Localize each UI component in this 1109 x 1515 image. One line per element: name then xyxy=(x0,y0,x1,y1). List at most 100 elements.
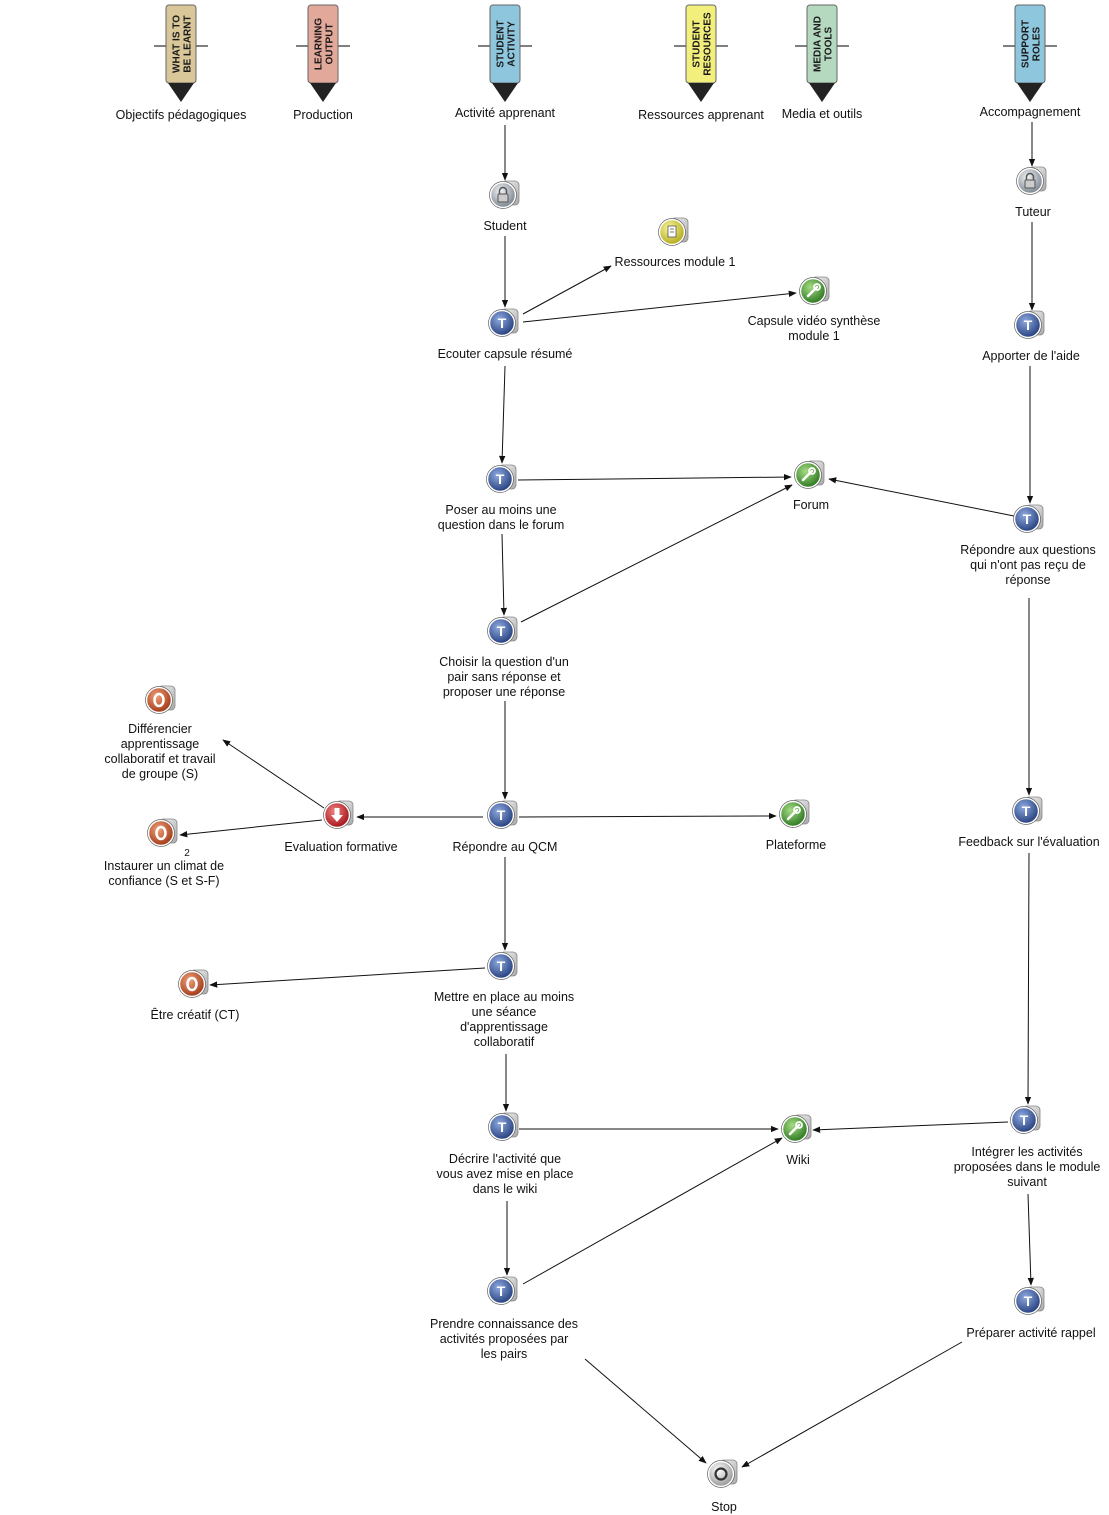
connector-arrow-repondreq-to-forum xyxy=(828,477,1015,517)
node-tuteur[interactable]: Tuteur xyxy=(1015,166,1051,219)
column-title: Ressources apprenant xyxy=(638,108,764,122)
pencil-label: WHAT IS TO xyxy=(172,15,183,73)
t-letter-glyph: T xyxy=(1020,1112,1029,1128)
node-rappel[interactable]: T Préparer activité rappel xyxy=(966,1286,1096,1340)
node-label: apprentissage xyxy=(121,737,200,751)
T-letter-icon[interactable]: T xyxy=(487,800,518,829)
node-label: les pairs xyxy=(481,1347,528,1361)
node-label: Capsule vidéo synthèse xyxy=(748,314,881,328)
node-label: Choisir la question d'un xyxy=(439,655,569,669)
node-label: Evaluation formative xyxy=(284,840,397,854)
document-icon[interactable] xyxy=(658,217,689,246)
node-label: réponse xyxy=(1005,573,1050,587)
wrench-icon[interactable] xyxy=(794,460,825,489)
T-letter-icon[interactable]: T xyxy=(488,1112,519,1141)
T-letter-icon[interactable]: T xyxy=(1010,1105,1041,1134)
node-plateforme[interactable]: Plateforme xyxy=(766,799,826,852)
connector-arrow-poser-to-forum xyxy=(517,473,792,481)
T-letter-icon[interactable]: T xyxy=(1014,1286,1045,1315)
pencil-tip-icon xyxy=(1017,83,1043,102)
pencil-label: SUPPORT xyxy=(1021,20,1032,68)
node-obj3[interactable]: Être créatif (CT) xyxy=(151,969,240,1022)
pencil-label: LEARNING xyxy=(314,18,325,70)
node-label: vous avez mise en place xyxy=(437,1167,574,1181)
pencil-tip-icon xyxy=(168,83,194,102)
connector-arrow-prendre-to-wiki xyxy=(522,1137,783,1285)
node-ecouter[interactable]: T Ecouter capsule résumé xyxy=(438,308,573,361)
node-label: collaboratif et travail xyxy=(104,752,215,766)
wrench-icon[interactable] xyxy=(781,1114,812,1143)
pencil-label: ACTIVITY xyxy=(507,21,518,67)
node-label: activités proposées par xyxy=(440,1332,569,1346)
T-letter-icon[interactable]: T xyxy=(487,616,518,645)
node-label: Instaurer un climat de xyxy=(104,859,224,873)
node-badge: 2 xyxy=(184,848,190,859)
lock-icon[interactable] xyxy=(1016,166,1047,195)
lock-icon[interactable] xyxy=(489,180,520,209)
node-stop[interactable]: Stop xyxy=(707,1459,738,1514)
node-label: Ecouter capsule résumé xyxy=(438,347,573,361)
node-label: Apporter de l'aide xyxy=(982,349,1080,363)
wrench-icon[interactable] xyxy=(779,799,810,828)
node-label: de groupe (S) xyxy=(122,767,198,781)
T-letter-icon[interactable]: T xyxy=(486,464,517,493)
node-aide[interactable]: T Apporter de l'aide xyxy=(982,310,1080,363)
stop-icon[interactable] xyxy=(707,1459,738,1488)
node-label: Plateforme xyxy=(766,838,826,852)
down-arrow-icon[interactable] xyxy=(323,800,354,829)
T-letter-icon[interactable]: T xyxy=(1012,796,1043,825)
connector-arrow-ecouter-to-res1 xyxy=(522,265,612,315)
node-student[interactable]: Student xyxy=(483,180,527,233)
connector-layer xyxy=(179,122,1036,1468)
node-label: Décrire l'activité que xyxy=(449,1152,561,1166)
O-letter-icon[interactable] xyxy=(178,969,209,998)
node-evalf[interactable]: Evaluation formative xyxy=(284,800,398,854)
node-label: une séance xyxy=(472,1005,537,1019)
connector-arrow-ecouter-to-capsule xyxy=(522,290,797,323)
node-label: Prendre connaissance des xyxy=(430,1317,578,1331)
column-title: Activité apprenant xyxy=(455,106,556,120)
T-letter-icon[interactable]: T xyxy=(1014,310,1045,339)
t-letter-glyph: T xyxy=(1024,1293,1033,1309)
node-forum[interactable]: Forum xyxy=(793,460,829,512)
T-letter-icon[interactable]: T xyxy=(488,308,519,337)
node-label: Préparer activité rappel xyxy=(966,1326,1095,1340)
t-letter-glyph: T xyxy=(497,958,506,974)
pencil-label: RESOURCES xyxy=(703,12,714,76)
node-label: proposées dans le module xyxy=(954,1160,1101,1174)
O-letter-icon[interactable] xyxy=(147,818,178,847)
T-letter-icon[interactable]: T xyxy=(1013,504,1044,533)
node-label: qui n'ont pas reçu de xyxy=(970,558,1086,572)
t-letter-glyph: T xyxy=(1024,317,1033,333)
t-letter-glyph: T xyxy=(1022,803,1031,819)
T-letter-icon[interactable]: T xyxy=(487,951,518,980)
T-letter-icon[interactable]: T xyxy=(487,1276,518,1305)
node-res1[interactable]: Ressources module 1 xyxy=(615,217,736,269)
wrench-icon[interactable] xyxy=(799,276,830,305)
O-letter-icon[interactable] xyxy=(145,685,176,714)
connector-arrow-integrer-to-rappel xyxy=(1027,1193,1034,1286)
node-label: question dans le forum xyxy=(438,518,564,532)
node-label: module 1 xyxy=(788,329,839,343)
column-title: Objectifs pédagogiques xyxy=(116,108,247,122)
node-wiki[interactable]: Wiki xyxy=(781,1114,812,1167)
node-label: confiance (S et S-F) xyxy=(108,874,219,888)
